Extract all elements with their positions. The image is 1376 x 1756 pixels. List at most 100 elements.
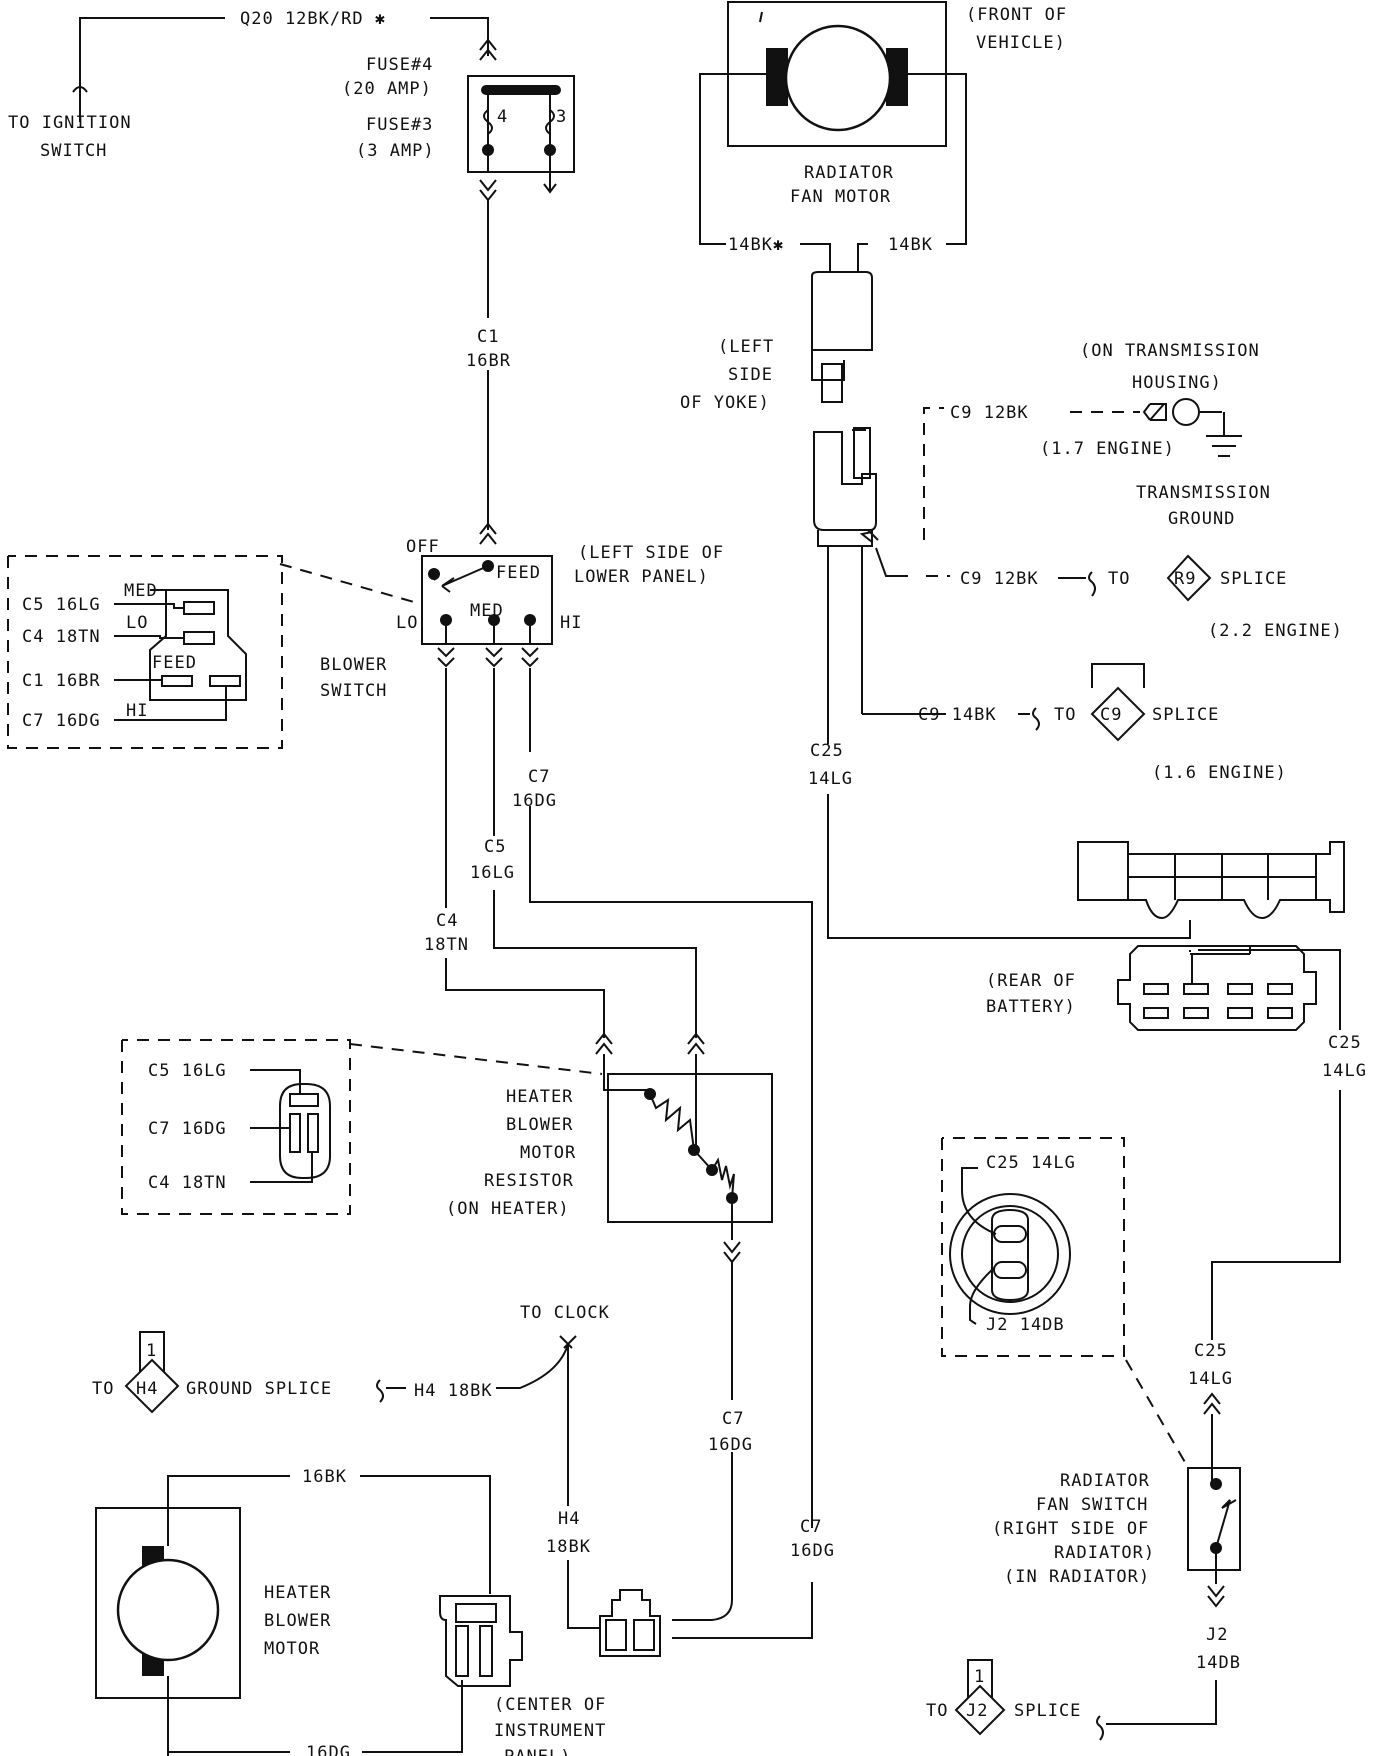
fan-switch-1: RADIATOR (1060, 1471, 1150, 1491)
wire-14bk-star: 14BK✱ (728, 235, 784, 255)
h4-gauge: 18BK (546, 1537, 591, 1557)
r9-splice-branch: C9 12BK TO R9 SPLICE (2.2 ENGINE) (875, 547, 1343, 641)
heater-motor-3: MOTOR (264, 1639, 320, 1659)
c9-12bk-top: C9 12BK (950, 403, 1029, 423)
c7-right-gauge: 16DG (790, 1541, 835, 1561)
trans-housing-2: HOUSING) (1132, 373, 1222, 393)
engine-22-label: (2.2 ENGINE) (1208, 621, 1343, 641)
battery-connector: (REAR OF BATTERY) C25 14LG (986, 841, 1367, 1081)
wire-14bk: 14BK (888, 235, 933, 255)
blower-switch-detail: C5 16LG C4 18TN C1 16BR C7 16DG MED LO F… (7, 555, 415, 749)
c4-gauge: 18TN (424, 935, 469, 955)
rbox-c4: C4 18TN (148, 1173, 227, 1193)
j2-gauge: 14DB (1196, 1653, 1241, 1673)
j2-splice-label: SPLICE (1014, 1701, 1081, 1721)
fuse3-label: FUSE#3 (366, 115, 433, 135)
rbox-c5: C5 16LG (148, 1061, 227, 1081)
h4-splice-id: H4 (136, 1379, 158, 1399)
to-c9: TO (1054, 705, 1076, 725)
center-panel-3: PANEL) (504, 1747, 571, 1756)
yoke-label-3: OF YOKE) (680, 393, 770, 413)
lower-panel-2: LOWER PANEL) (574, 567, 709, 587)
r9-splice-id: R9 (1174, 569, 1196, 589)
switch-lo: LO (396, 613, 418, 633)
engine-16-label: (1.6 ENGINE) (1152, 763, 1287, 783)
fsbox-j2: J2 14DB (986, 1315, 1065, 1335)
fan-switch-2: FAN SWITCH (1036, 1495, 1148, 1515)
c25-sw-label: C25 (1194, 1341, 1228, 1361)
wire-16dg: 16DG (306, 1743, 351, 1756)
center-panel-connector (599, 1589, 661, 1657)
c25-sw-gauge: 14LG (1188, 1369, 1233, 1389)
fan-motor-label-1: RADIATOR (804, 163, 894, 183)
box-feed: FEED (152, 653, 197, 673)
blower-switch: OFF FEED LO MED HI (LEFT SIDE OF LOWER P… (320, 537, 724, 701)
heater-motor-1: HEATER (264, 1583, 331, 1603)
blower-switch-2: SWITCH (320, 681, 387, 701)
blower-wires: C7 16DG C5 16LG C4 18TN (424, 668, 813, 1639)
fuse4-amp: (20 AMP) (342, 79, 432, 99)
c25-right-label: C25 (1328, 1033, 1362, 1053)
resistor-label-5: (ON HEATER) (446, 1199, 570, 1219)
box-c1: C1 16BR (22, 671, 101, 691)
c5-label: C5 (484, 837, 506, 857)
fan-switch-5: (IN RADIATOR) (1004, 1567, 1150, 1587)
fuse4-num: 4 (497, 107, 508, 127)
gnd-splice-label: GROUND SPLICE (186, 1379, 332, 1399)
c25-gauge: 14LG (808, 769, 853, 789)
resistor-detail: C5 16LG C7 16DG C4 18TN (121, 1039, 603, 1215)
fuse4-label: FUSE#4 (366, 55, 433, 75)
yoke-label-1: (LEFT (718, 337, 774, 357)
to-clock: TO CLOCK (520, 1303, 610, 1323)
fan-switch-3: (RIGHT SIDE OF (992, 1519, 1149, 1539)
c9-12bk-r9: C9 12BK (960, 569, 1039, 589)
center-panel-1: (CENTER OF (494, 1695, 606, 1715)
c7-upper-gauge: 16DG (512, 791, 557, 811)
c1-gauge: 16BR (466, 351, 511, 371)
radiator-fan-switch: C25 14LG RADIATOR FAN SWITCH (RIGHT SIDE… (926, 1341, 1241, 1741)
ignition-label-2: SWITCH (40, 141, 107, 161)
c7-upper: C7 (528, 767, 550, 787)
fuse3-num: 3 (556, 107, 567, 127)
wire-c1: C1 16BR (466, 200, 511, 545)
fsbox-c25: C25 14LG (986, 1153, 1076, 1173)
c7-mid: C7 (722, 1409, 744, 1429)
wire-16bk: 16BK (302, 1467, 347, 1487)
box-lo: LO (126, 613, 148, 633)
box-c4: C4 18TN (22, 627, 101, 647)
box-med: MED (124, 581, 158, 601)
yoke-connector: (LEFT SIDE OF YOKE) (680, 271, 877, 744)
ignition-label-1: TO IGNITION (8, 113, 132, 133)
wire-c25-upper: C25 14LG (808, 741, 1341, 1340)
c9-splice-label: SPLICE (1152, 705, 1219, 725)
to-ground: TO (92, 1379, 114, 1399)
lower-panel-1: (LEFT SIDE OF (578, 543, 724, 563)
c25-label: C25 (810, 741, 844, 761)
to-j2: TO (926, 1701, 948, 1721)
trans-housing-1: (ON TRANSMISSION (1080, 341, 1260, 361)
resistor-label-4: RESISTOR (484, 1171, 574, 1191)
j2-splice-id: J2 (966, 1701, 988, 1721)
r9-splice-label: SPLICE (1220, 569, 1287, 589)
fan-motor-label-2: FAN MOTOR (790, 187, 891, 207)
j2-pin: 1 (974, 1667, 985, 1687)
resistor-label-3: MOTOR (520, 1143, 576, 1163)
rear-battery-1: (REAR OF (986, 971, 1076, 991)
fan-switch-4: RADIATOR) (1054, 1543, 1155, 1563)
trans-ground-2: GROUND (1168, 509, 1235, 529)
clock-ground-branch: TO CLOCK H4 18BK GROUND SPLICE 1 H4 TO H… (92, 1303, 610, 1629)
c25-right-gauge: 14LG (1322, 1061, 1367, 1081)
switch-off: OFF (406, 537, 440, 557)
c7-mid-gauge: 16DG (708, 1435, 753, 1455)
yoke-label-2: SIDE (728, 365, 773, 385)
c4-label: C4 (436, 911, 458, 931)
q20-label: Q20 12BK/RD ✱ (240, 9, 386, 29)
to-r9: TO (1108, 569, 1130, 589)
box-c7: C7 16DG (22, 711, 101, 731)
front-label-1: (FRONT OF (966, 5, 1067, 25)
heater-blower-resistor: HEATER BLOWER MOTOR RESISTOR (ON HEATER)… (446, 1032, 835, 1621)
rbox-c7: C7 16DG (148, 1119, 227, 1139)
center-panel-2: INSTRUMENT (494, 1721, 606, 1741)
box-c5: C5 16LG (22, 595, 101, 615)
c9-splice-id: C9 (1100, 705, 1122, 725)
